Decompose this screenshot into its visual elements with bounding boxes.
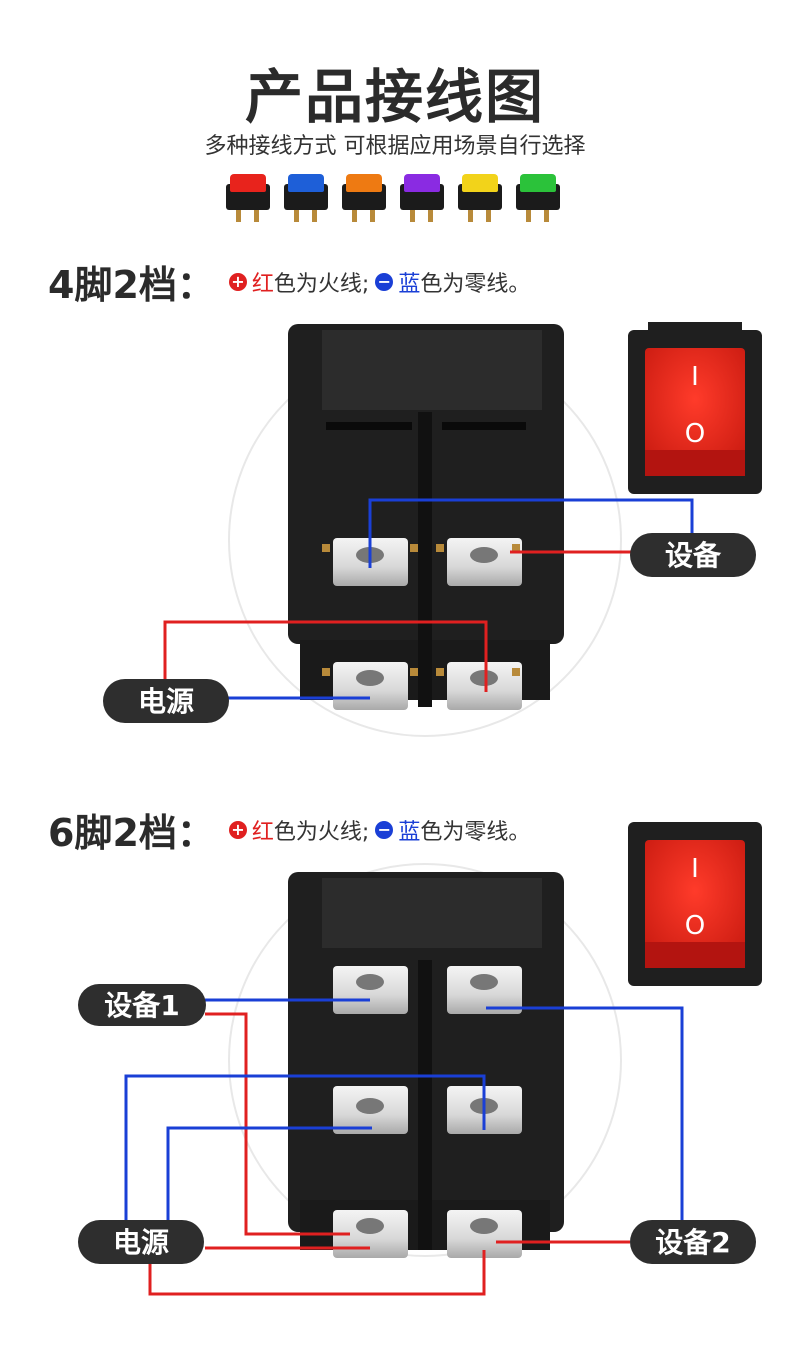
section2-legend: + 红 色为火线; − 蓝 色为零线。	[228, 814, 531, 846]
neutral-wire-device2	[486, 1006, 684, 1228]
live-wire-power-b	[148, 1250, 486, 1296]
terminal-bottom-right	[436, 662, 522, 710]
switch-variant-red	[222, 168, 274, 224]
plus-icon: +	[228, 820, 247, 839]
switch-variant-orange	[338, 168, 390, 224]
terminal-mid-left	[333, 1086, 408, 1134]
off-symbol: O	[685, 419, 705, 449]
minus-icon: −	[375, 272, 394, 291]
section2-blue-word: 蓝	[398, 819, 421, 845]
svg-text:设备: 设备	[665, 539, 722, 572]
wiring-diagram-4pin: 设备 电源 I O	[103, 322, 762, 737]
live-wire-power	[163, 620, 488, 692]
section2-red-word: 红	[251, 819, 274, 845]
terminal-top-right	[447, 966, 522, 1014]
rocker-switch-preview: I O	[628, 822, 762, 986]
terminal-bottom-left	[322, 662, 418, 710]
section2-heading: 6脚2档： + 红 色为火线; − 蓝 色为零线。	[48, 802, 530, 857]
section2-blue-rest: 色为零线。	[420, 819, 531, 845]
section1-legend: + 红 色为火线; − 蓝 色为零线。	[228, 266, 531, 298]
terminal-top-left	[333, 966, 408, 1014]
on-symbol: I	[691, 854, 699, 884]
on-symbol: I	[691, 362, 699, 392]
svg-text:电源: 电源	[113, 1226, 169, 1259]
neutral-wire-power-a	[124, 1074, 486, 1222]
section1-heading: 4脚2档： + 红 色为火线; − 蓝 色为零线。	[48, 254, 530, 309]
device2-label-pill: 设备2	[630, 1220, 756, 1264]
section2-red-rest: 色为火线;	[273, 819, 370, 845]
page-subtitle: 多种接线方式 可根据应用场景自行选择	[204, 134, 586, 159]
switch-body	[288, 324, 564, 707]
section1-blue-word: 蓝	[398, 271, 421, 297]
section2-title: 6脚2档：	[48, 811, 215, 855]
terminal-bottom-right	[447, 1210, 522, 1258]
power-label-pill: 电源	[103, 679, 229, 723]
plus-icon: +	[228, 272, 247, 291]
svg-text:电源: 电源	[138, 685, 194, 718]
rocker-switch-preview: I O	[628, 322, 762, 494]
live-wire-device1	[205, 1012, 350, 1236]
section1-red-word: 红	[251, 271, 274, 297]
switch-body	[288, 872, 564, 1250]
minus-icon: −	[375, 820, 394, 839]
svg-text:设备2: 设备2	[655, 1226, 730, 1259]
switch-variant-purple	[396, 168, 448, 224]
power-label-pill: 电源	[78, 1220, 204, 1264]
device-label-pill: 设备	[630, 533, 756, 577]
device1-label-pill: 设备1	[78, 984, 206, 1026]
off-symbol: O	[685, 911, 705, 941]
switch-variant-blue	[280, 168, 332, 224]
svg-text:设备1: 设备1	[104, 989, 179, 1022]
neutral-wire-power-b	[166, 1126, 372, 1222]
page-title: 产品接线图	[244, 63, 545, 131]
color-variants-row	[222, 168, 572, 228]
section1-title: 4脚2档：	[48, 263, 215, 307]
terminal-bottom-left	[333, 1210, 408, 1258]
terminal-top-right	[436, 538, 522, 586]
neutral-wire-device	[368, 498, 694, 568]
section1-blue-rest: 色为零线。	[420, 271, 531, 297]
switch-variant-yellow	[454, 168, 506, 224]
switch-variant-green	[512, 168, 564, 224]
section1-red-rest: 色为火线;	[273, 271, 370, 297]
wiring-diagram-6pin: 设备1 电源 设备2 I O	[78, 822, 762, 1296]
